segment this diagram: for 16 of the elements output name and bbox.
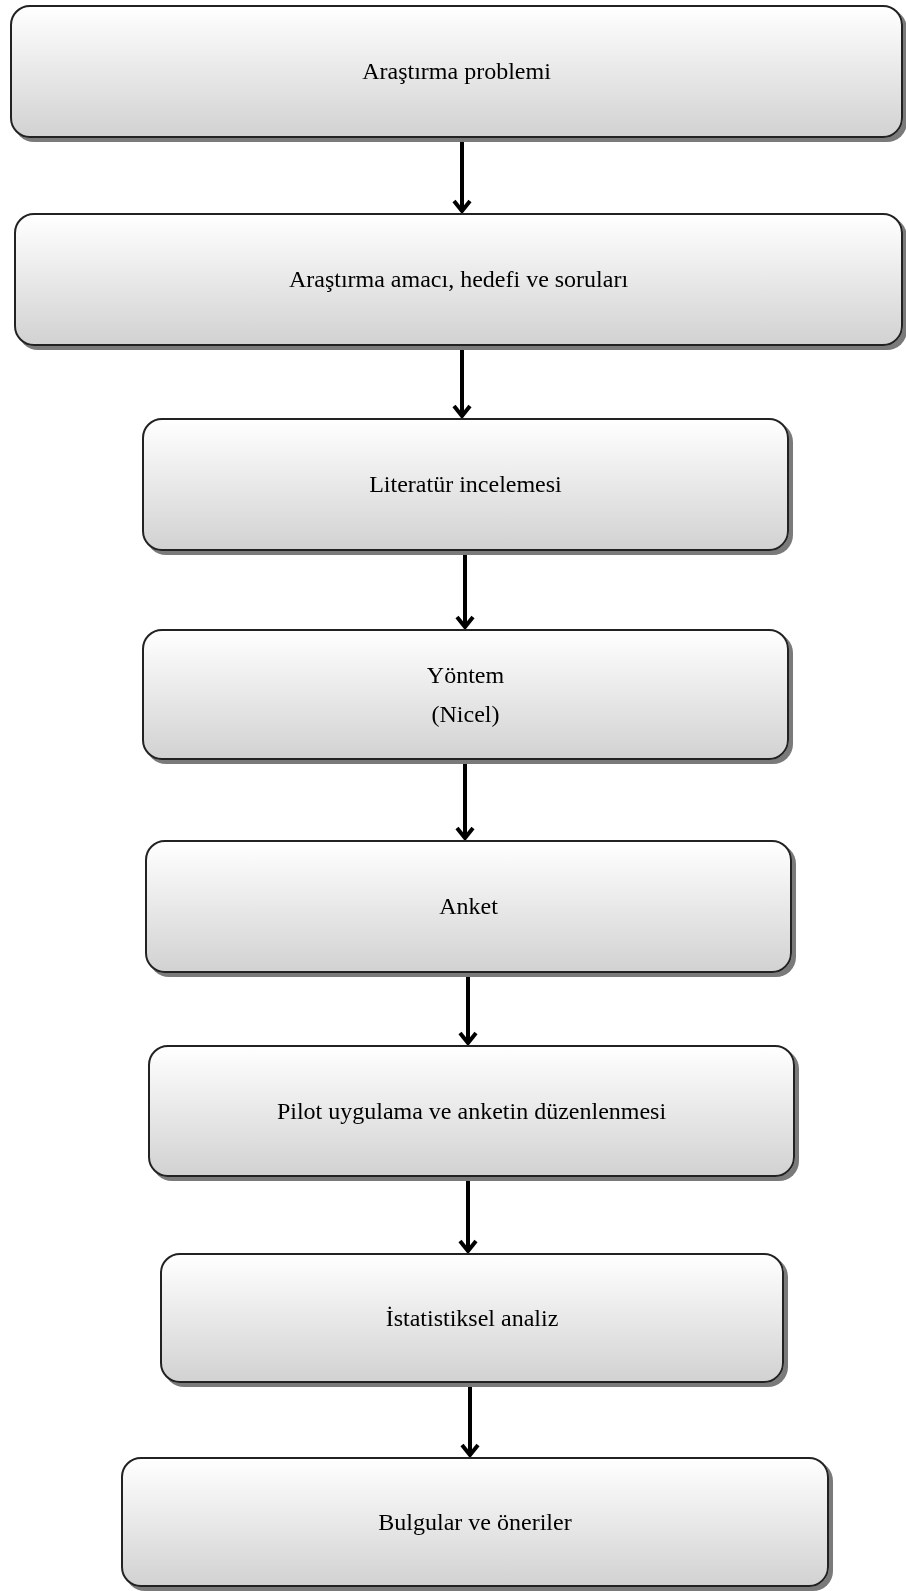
arrow: [452, 348, 472, 418]
box-label: (Nicel): [431, 699, 500, 729]
arrow: [452, 140, 472, 213]
box-label: Pilot uygulama ve anketin düzenlenmesi: [276, 1096, 667, 1126]
arrow: [455, 762, 475, 840]
arrow: [458, 1179, 478, 1253]
arrow: [460, 1385, 480, 1457]
box-label: Anket: [439, 892, 498, 922]
box-label: Araştırma problemi: [362, 57, 551, 87]
box-label: İstatistiksel analiz: [385, 1303, 559, 1333]
box-label: Literatür incelemesi: [369, 470, 562, 500]
box-label: Yöntem: [426, 661, 505, 691]
arrow: [458, 975, 478, 1045]
box-label: Bulgular ve öneriler: [378, 1507, 572, 1537]
arrow: [455, 553, 475, 629]
box-label: Araştırma amacı, hedefi ve soruları: [288, 265, 629, 295]
